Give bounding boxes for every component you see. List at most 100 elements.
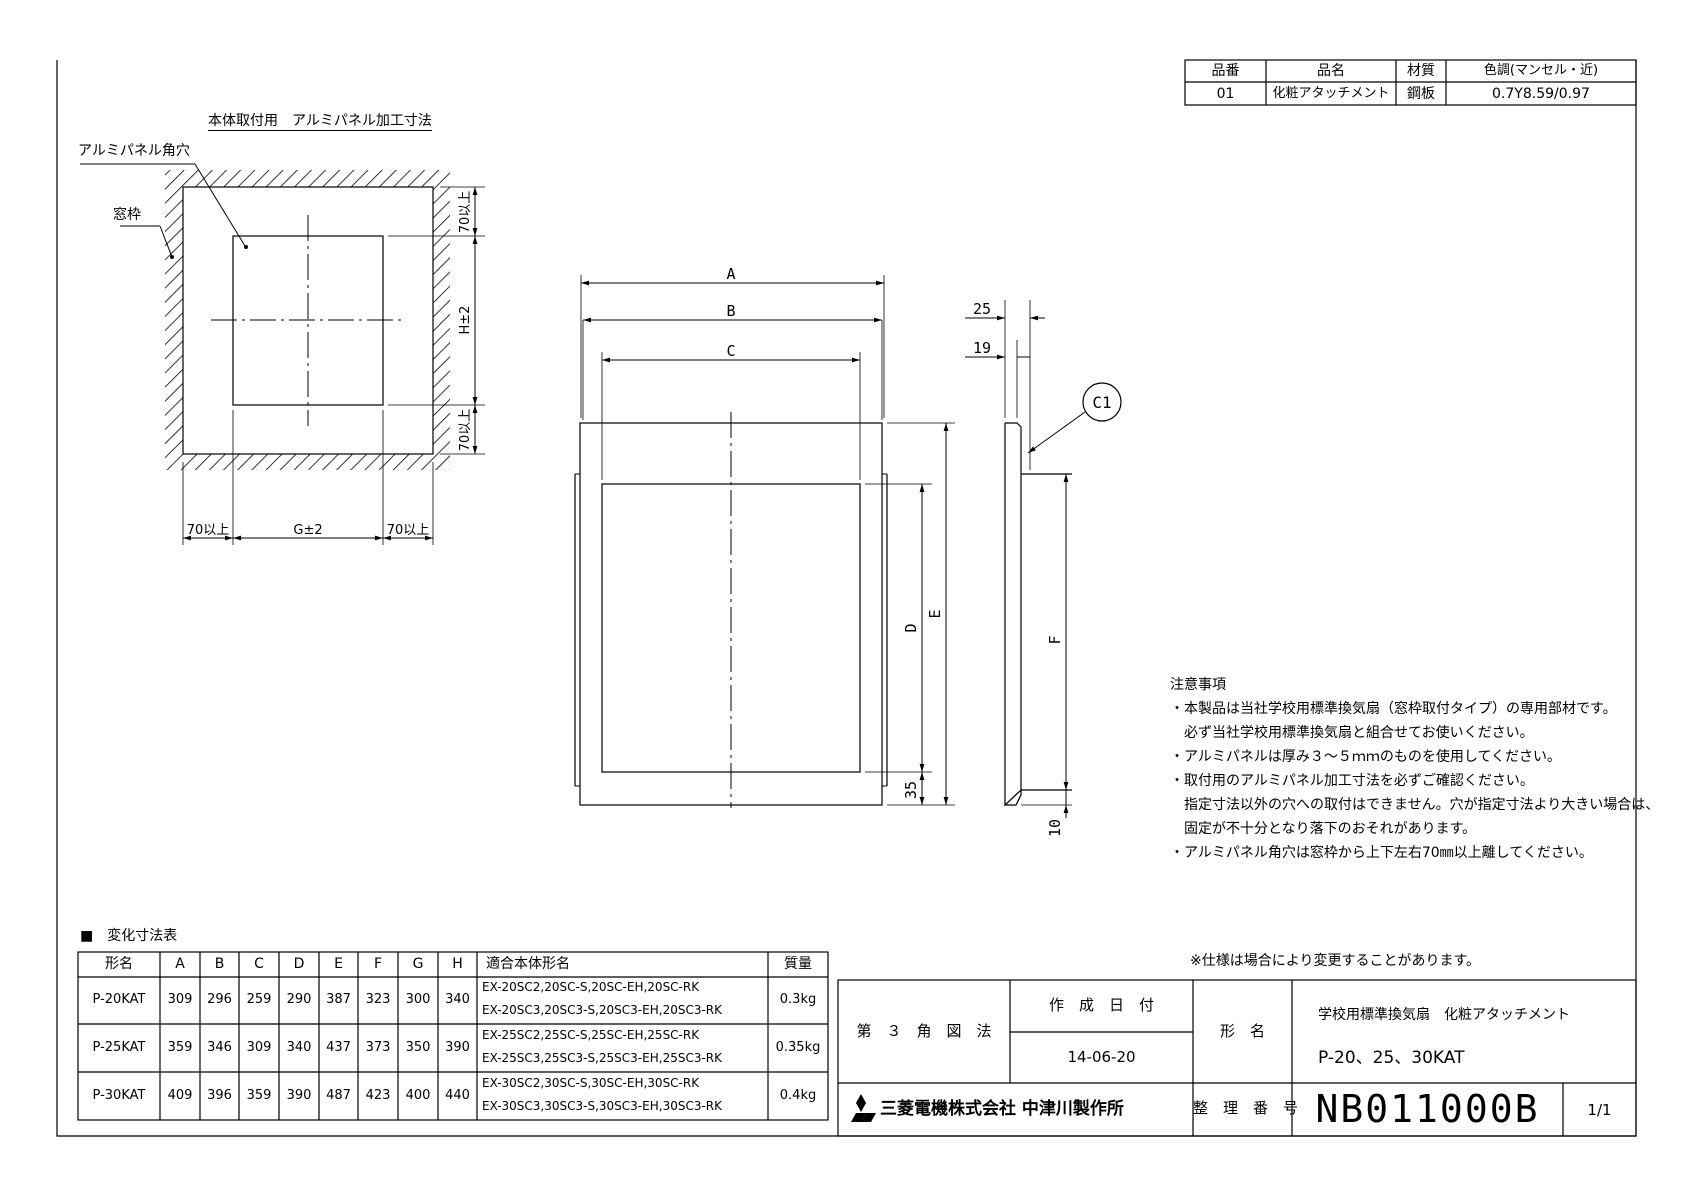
parts-cell-number: 01 xyxy=(1216,86,1235,102)
label-window-frame: 窓枠 xyxy=(113,207,141,223)
dim-row-value: 340 xyxy=(286,1040,312,1055)
dim-header: A xyxy=(175,956,185,972)
note-line: 指定寸法以外の穴への取付はできません。穴が指定寸法より大きい場合は、 xyxy=(1170,797,1660,813)
dim-row-value: 309 xyxy=(167,992,193,1007)
parts-header-number: 品番 xyxy=(1211,63,1240,79)
sheet-number: 1/1 xyxy=(1587,1101,1612,1119)
dim-left-margin: 70以上 xyxy=(187,523,230,538)
dim-row-model: P-25KAT xyxy=(92,1040,146,1055)
panel-cutout-diagram xyxy=(80,163,485,545)
note-line: ・本製品は当社学校用標準換気扇（窓枠取付タイプ）の専用部材です。 xyxy=(1170,701,1617,717)
dim-row-value: 359 xyxy=(167,1040,193,1055)
name-label: 形 名 xyxy=(1219,1022,1265,1040)
dim-row-model: P-20KAT xyxy=(92,992,146,1007)
dim-header: B xyxy=(214,956,225,972)
dim-row-compat: EX-25SC3,25SC3-S,25SC3-EH,25SC3-RK xyxy=(482,1051,722,1065)
dim-row-compat: EX-25SC2,25SC-S,25SC-EH,25SC-RK xyxy=(482,1028,700,1042)
dim-row-value: 409 xyxy=(167,1088,193,1103)
dim-row-value: 437 xyxy=(326,1040,351,1055)
dim-row-model: P-30KAT xyxy=(92,1088,146,1103)
note-line: 必ず当社学校用標準換気扇と組合せてお使いください。 xyxy=(1170,725,1534,741)
dim-header: H xyxy=(452,956,463,972)
dim-bottom-margin: 70以上 xyxy=(458,409,473,452)
dim-row-value: 290 xyxy=(286,992,312,1007)
dim-row-mass: 0.35kg xyxy=(775,1040,821,1055)
dim-row-value: 423 xyxy=(365,1088,391,1103)
mitsubishi-logo-icon xyxy=(851,1094,876,1122)
dim-19: 19 xyxy=(973,339,991,357)
dim-top-margin: 70以上 xyxy=(458,191,473,234)
parts-header-material: 材質 xyxy=(1407,63,1435,79)
note-line: 固定が不十分となり落下のおそれがあります。 xyxy=(1170,821,1477,837)
dim-row-value: 400 xyxy=(405,1088,431,1103)
dim-c: C xyxy=(726,342,735,360)
dim-row-value: 387 xyxy=(326,992,351,1007)
dim-header: C xyxy=(254,956,264,972)
company-name: 三菱電機株式会社 中津川製作所 xyxy=(880,1099,1124,1119)
note-line: ・取付用のアルミパネル加工寸法を必ずご確認ください。 xyxy=(1170,773,1534,789)
creation-date: 14-06-20 xyxy=(1067,1048,1136,1066)
dim-row-value: 296 xyxy=(207,992,232,1007)
dim-row-value: 300 xyxy=(405,992,431,1007)
dim-row-value: 309 xyxy=(246,1040,272,1055)
dim-header: 質量 xyxy=(784,956,812,972)
dim-row-value: 373 xyxy=(365,1040,391,1055)
spec-change-note: ※仕様は場合により変更することがあります。 xyxy=(1190,953,1481,969)
dim-header: D xyxy=(293,956,305,972)
model-names: P-20、25、30KAT xyxy=(1318,1048,1465,1068)
panel-diagram-title: 本体取付用 アルミパネル加工寸法 xyxy=(208,113,432,131)
dim-h: H±2 xyxy=(458,306,473,335)
dim-row-compat: EX-30SC3,30SC3-S,30SC3-EH,30SC3-RK xyxy=(482,1099,722,1113)
projection-method: 第 ３ 角 図 法 xyxy=(856,1022,992,1040)
dim-row-value: 359 xyxy=(246,1088,272,1103)
dim-35: 35 xyxy=(902,781,920,799)
note-line: ・アルミパネル角穴は窓枠から上下左右70㎜以上離してください。 xyxy=(1170,845,1593,861)
notes-heading: 注意事項 xyxy=(1170,677,1226,693)
dim-row-value: 350 xyxy=(405,1040,431,1055)
side-view xyxy=(965,300,1122,818)
dim-row-value: 323 xyxy=(365,992,391,1007)
date-label: 作 成 日 付 xyxy=(1048,996,1154,1014)
front-view xyxy=(574,275,955,808)
dim-row-mass: 0.3kg xyxy=(779,992,817,1007)
dim-b: B xyxy=(726,302,735,320)
dim-row-value: 390 xyxy=(286,1088,312,1103)
dim-c1: C1 xyxy=(1092,393,1111,412)
dim-row-value: 259 xyxy=(246,992,272,1007)
dim-header: 適合本体形名 xyxy=(486,956,570,972)
dim-d: D xyxy=(902,623,920,632)
dim-header: 形名 xyxy=(105,956,133,972)
dim-row-compat: EX-30SC2,30SC-S,30SC-EH,30SC-RK xyxy=(482,1076,700,1090)
label-alumi-hole: アルミパネル角穴 xyxy=(78,143,190,159)
dim-g: G±2 xyxy=(293,523,322,538)
dim-f: F xyxy=(1046,635,1064,644)
dim-header: G xyxy=(412,956,424,972)
note-line: ・アルミパネルは厚み３～５ｍｍのものを使用してください。 xyxy=(1170,749,1562,765)
parts-cell-material: 鋼板 xyxy=(1407,86,1435,102)
dim-e: E xyxy=(926,609,944,618)
dim-a: A xyxy=(726,265,735,283)
parts-table-lines xyxy=(1184,59,1637,106)
parts-cell-name: 化粧アタッチメント xyxy=(1272,86,1390,101)
dim-row-value: 396 xyxy=(207,1088,232,1103)
dim-10: 10 xyxy=(1046,819,1064,837)
dim-row-value: 340 xyxy=(445,992,470,1007)
dim-row-value: 346 xyxy=(207,1040,232,1055)
dim-header: F xyxy=(373,956,383,972)
dimension-table-lines xyxy=(77,951,829,1121)
dim-row-value: 487 xyxy=(326,1088,351,1103)
title-block-lines xyxy=(837,979,1637,1137)
dim-right-margin: 70以上 xyxy=(387,523,430,538)
dim-row-compat: EX-20SC2,20SC-S,20SC-EH,20SC-RK xyxy=(482,980,700,994)
dim-row-value: 440 xyxy=(445,1088,470,1103)
dim-25: 25 xyxy=(973,300,991,318)
parts-header-name: 品名 xyxy=(1317,63,1345,79)
dim-row-compat: EX-20SC3,20SC3-S,20SC3-EH,20SC3-RK xyxy=(482,1003,722,1017)
drawing-number: NB011000B xyxy=(1315,1087,1540,1131)
dim-row-value: 390 xyxy=(445,1040,470,1055)
dim-row-mass: 0.4kg xyxy=(779,1088,817,1103)
parts-header-color: 色調(マンセル・近) xyxy=(1483,63,1599,78)
number-label: 整 理 番 号 xyxy=(1193,1099,1299,1117)
